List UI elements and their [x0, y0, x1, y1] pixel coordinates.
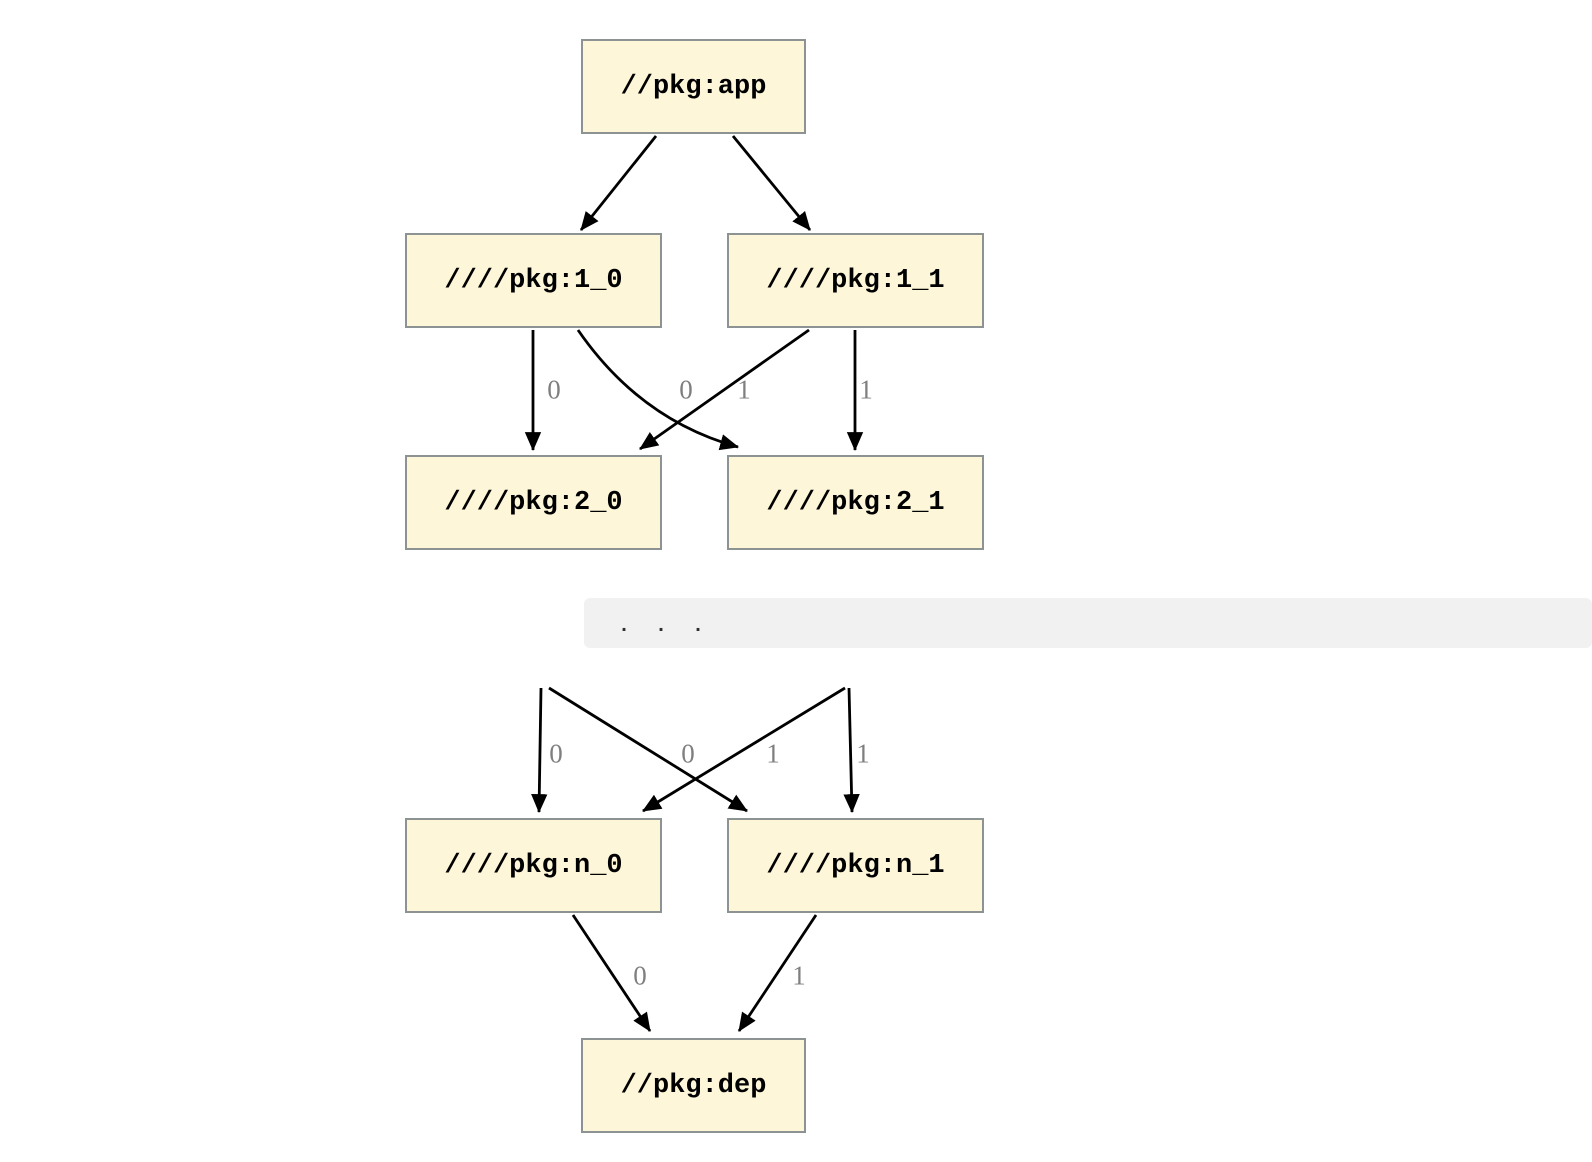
node-label: ////pkg:2_1	[766, 487, 945, 518]
edge-label: 0	[681, 738, 695, 769]
node-1_0: ////pkg:1_0	[405, 233, 662, 328]
edge-label: 0	[549, 738, 563, 769]
node-2_1: ////pkg:2_1	[727, 455, 984, 550]
edge-label: 1	[856, 738, 870, 769]
node-n_0: ////pkg:n_0	[405, 818, 662, 913]
node-n_1: ////pkg:n_1	[727, 818, 984, 913]
edge-prev-to-n_1-cross	[548, 686, 748, 813]
node-dep: //pkg:dep	[581, 1038, 806, 1133]
edge-1_0-to-2_1	[576, 329, 740, 451]
node-app: //pkg:app	[581, 39, 806, 134]
node-label: ////pkg:n_0	[444, 850, 623, 881]
edge-label: 0	[547, 374, 561, 405]
node-label: ////pkg:2_0	[444, 487, 623, 518]
edge-label: 1	[766, 738, 780, 769]
node-1_1: ////pkg:1_1	[727, 233, 984, 328]
ellipsis-text: . . .	[618, 614, 711, 638]
edge-label: 1	[737, 374, 751, 405]
node-label: ////pkg:1_0	[444, 265, 623, 296]
edge-label: 1	[792, 960, 806, 991]
edge-prev-to-n_0-cross	[642, 686, 846, 813]
node-label: //pkg:dep	[620, 1070, 767, 1101]
edge-n_1-to-dep	[737, 914, 818, 1032]
edge-1_1-to-2_0	[639, 328, 810, 451]
edge-label: 0	[633, 960, 647, 991]
edge-label: 0	[679, 374, 693, 405]
edge-label: 1	[859, 374, 873, 405]
edge-n_0-to-dep	[571, 914, 652, 1032]
node-label: ////pkg:1_1	[766, 265, 945, 296]
node-2_0: ////pkg:2_0	[405, 455, 662, 550]
node-label: ////pkg:n_1	[766, 850, 945, 881]
edge-prev-to-n_0-vertical	[531, 687, 548, 814]
edge-prev-to-n_1-vertical	[843, 687, 860, 814]
edge-app-to-1_1	[731, 135, 812, 231]
edge-app-to-1_0	[579, 135, 658, 231]
ellipsis-band: . . .	[584, 598, 1592, 648]
node-label: //pkg:app	[620, 71, 767, 102]
